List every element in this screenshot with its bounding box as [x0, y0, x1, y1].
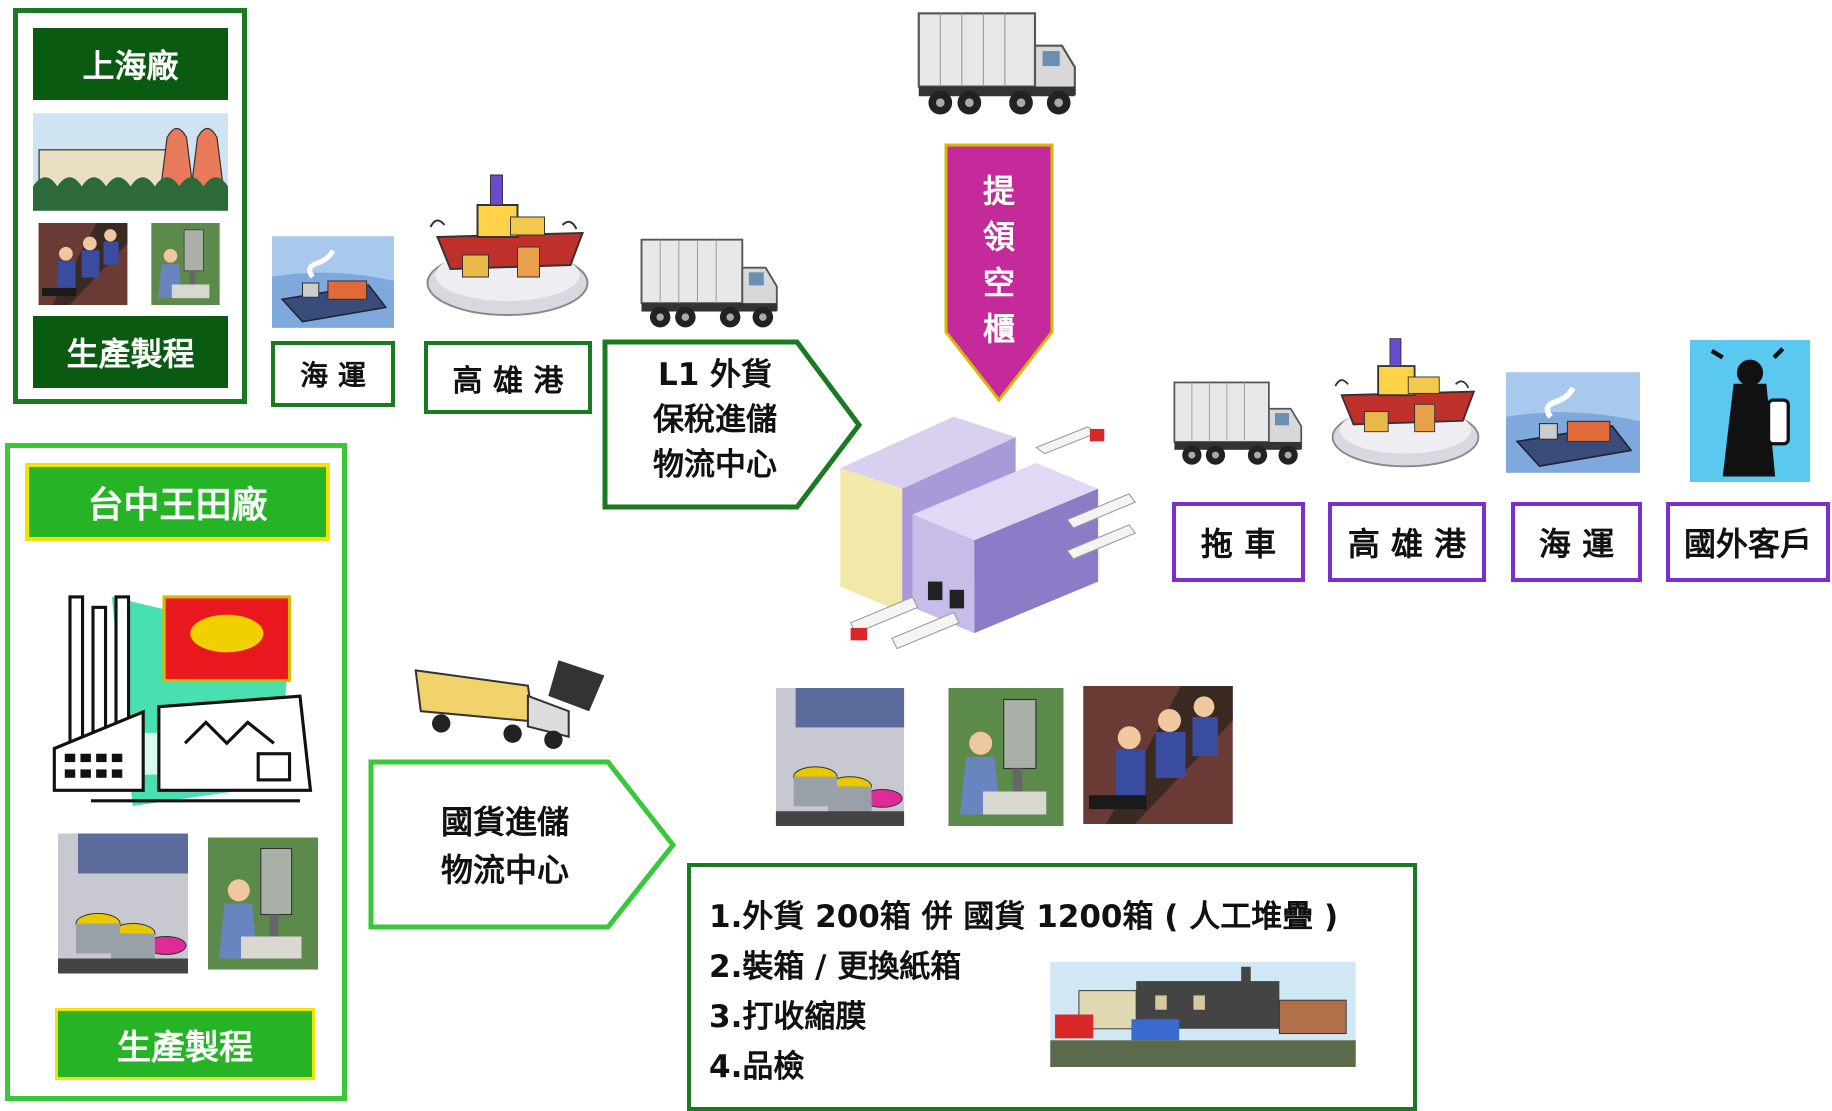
step-2: 2.裝箱 / 更換紙箱 — [709, 949, 962, 985]
pickup-text: 提 領 空 櫃 — [943, 168, 1055, 352]
domestic-center-line2: 物流中心 — [440, 851, 569, 889]
l1-center-line1: L1 外貨 — [657, 357, 773, 393]
process-steps-box: 1.外貨 200箱 併 國貨 1200箱 ( 人工堆疊 ) 2.裝箱 / 更換紙… — [687, 863, 1417, 1111]
right-sea-freight-image — [1506, 370, 1640, 475]
trailer-image — [1170, 368, 1310, 480]
pickup-arrow — [944, 143, 1054, 403]
top-truck-image — [912, 8, 1087, 121]
step-1: 1.外貨 200箱 併 國貨 1200箱 ( 人工堆疊 ) — [709, 899, 1339, 935]
domestic-center-arrow — [368, 759, 677, 930]
foreign-customer-label: 國外客戶 — [1666, 502, 1830, 582]
shanghai-process-label: 生產製程 — [33, 316, 228, 388]
steps-list: 1.外貨 200箱 併 國貨 1200箱 ( 人工堆疊 ) 2.裝箱 / 更換紙… — [709, 892, 1338, 1092]
cargo-truck-image — [405, 650, 610, 752]
assembly-workers-image — [33, 223, 133, 305]
paint-cans-image — [58, 826, 188, 981]
domestic-center-line1: 國貨進儲 — [440, 803, 569, 841]
step-4: 4.品檢 — [709, 1049, 805, 1085]
sea-freight-image — [272, 236, 394, 328]
factory-landscape-image — [33, 113, 228, 211]
l1-center-line3: 物流中心 — [653, 447, 777, 483]
foreign-customer-image — [1672, 340, 1828, 482]
driller-image — [208, 826, 318, 981]
sea-freight-label: 海 運 — [271, 341, 395, 407]
kaohsiung-port-ship-image — [420, 165, 595, 325]
packing-workers-image — [1082, 686, 1234, 824]
trailer-label: 拖 車 — [1172, 502, 1305, 582]
l1-center-line2: 保稅進儲 — [653, 402, 777, 438]
taichung-plant-title: 台中王田廠 — [25, 463, 330, 541]
logistics-warehouse-image — [830, 405, 1160, 655]
industrial-dock-image — [1038, 962, 1368, 1067]
shanghai-plant-title: 上海廠 — [33, 28, 228, 100]
right-port-label: 高 雄 港 — [1328, 502, 1486, 582]
paint-line-image — [764, 688, 916, 826]
right-sea-freight-label: 海 運 — [1511, 502, 1642, 582]
pickup-char-2: 領 — [982, 218, 1015, 256]
right-port-ship-image — [1328, 325, 1483, 480]
domestic-center-text: 國貨進儲 物流中心 — [380, 798, 630, 894]
container-truck-image — [634, 235, 789, 333]
machine-operator-image — [143, 223, 228, 305]
drill-operator-image — [946, 688, 1066, 826]
step-3: 3.打收縮膜 — [709, 999, 867, 1035]
pickup-char-3: 空 — [982, 264, 1015, 302]
shanghai-plant-panel: 上海廠 生產製程 — [13, 8, 247, 404]
plant-illustration — [45, 576, 325, 806]
taichung-plant-panel: 台中王田廠 生產製程 — [5, 443, 347, 1101]
l1-center-text: L1 外貨 保稅進儲 物流中心 — [610, 353, 820, 488]
pickup-char-1: 提 — [982, 172, 1015, 210]
kaohsiung-port-label: 高 雄 港 — [424, 341, 592, 414]
pickup-char-4: 櫃 — [982, 310, 1015, 348]
taichung-process-label: 生產製程 — [55, 1008, 315, 1080]
l1-center-arrow — [602, 339, 863, 510]
